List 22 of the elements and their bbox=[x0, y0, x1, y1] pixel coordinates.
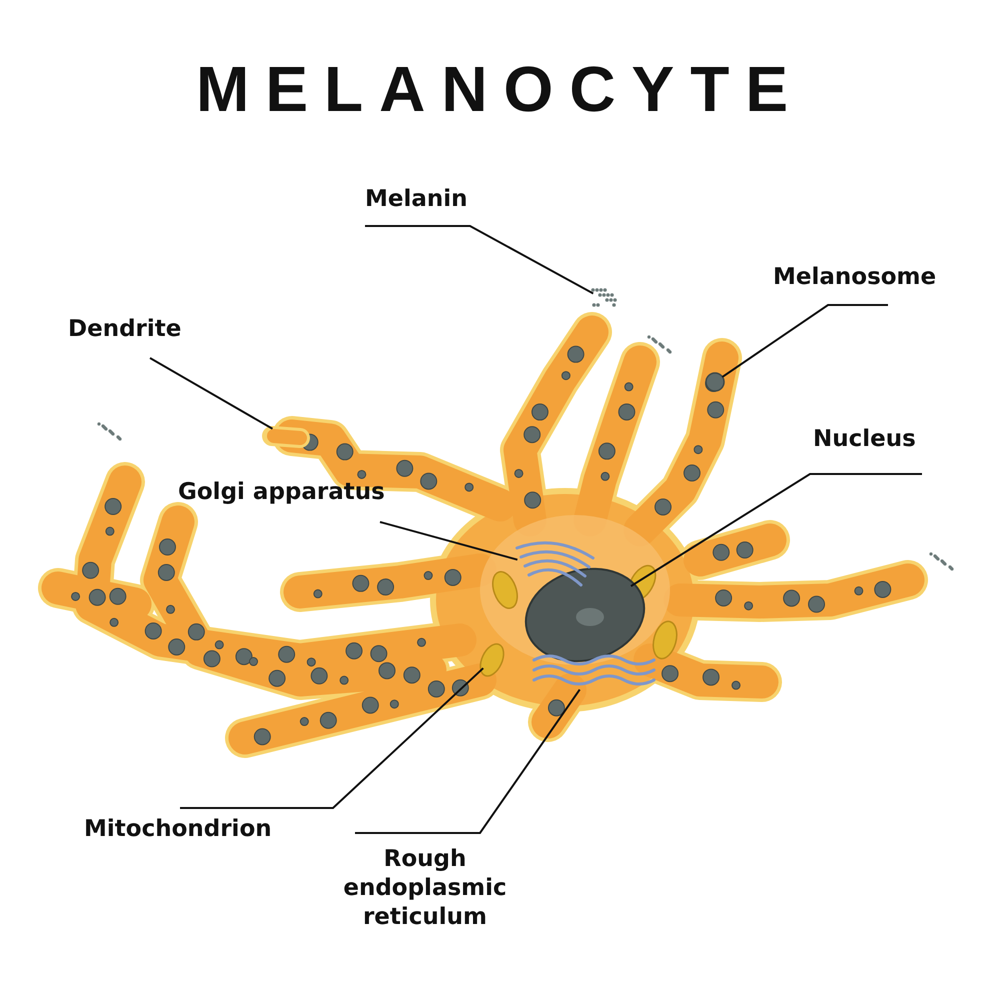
label-text: Golgi apparatus bbox=[178, 478, 385, 507]
label-text: Melanosome bbox=[773, 263, 936, 292]
label-text: Rough endoplasmic reticulum bbox=[325, 845, 525, 932]
leader-line bbox=[380, 521, 518, 561]
dendrite-tip bbox=[262, 426, 310, 448]
leader-line bbox=[355, 689, 581, 834]
label-text: Melanin bbox=[365, 185, 468, 214]
melanin-granules bbox=[591, 288, 617, 307]
leader-line bbox=[150, 357, 273, 430]
leader-line bbox=[630, 473, 922, 587]
leader-line bbox=[365, 225, 594, 294]
rough-endoplasmic-reticulum bbox=[532, 654, 656, 686]
label-text: Mitochondrion bbox=[84, 815, 272, 844]
leader-line bbox=[722, 304, 888, 378]
mitochondrion bbox=[480, 643, 504, 677]
title: MELANOCYTE bbox=[195, 52, 805, 126]
leader-line bbox=[180, 667, 484, 809]
melanosome bbox=[705, 372, 725, 392]
label-text: Dendrite bbox=[68, 315, 182, 344]
label-text: Nucleus bbox=[813, 425, 916, 454]
golgi-apparatus bbox=[516, 541, 594, 586]
nucleus bbox=[525, 568, 645, 662]
